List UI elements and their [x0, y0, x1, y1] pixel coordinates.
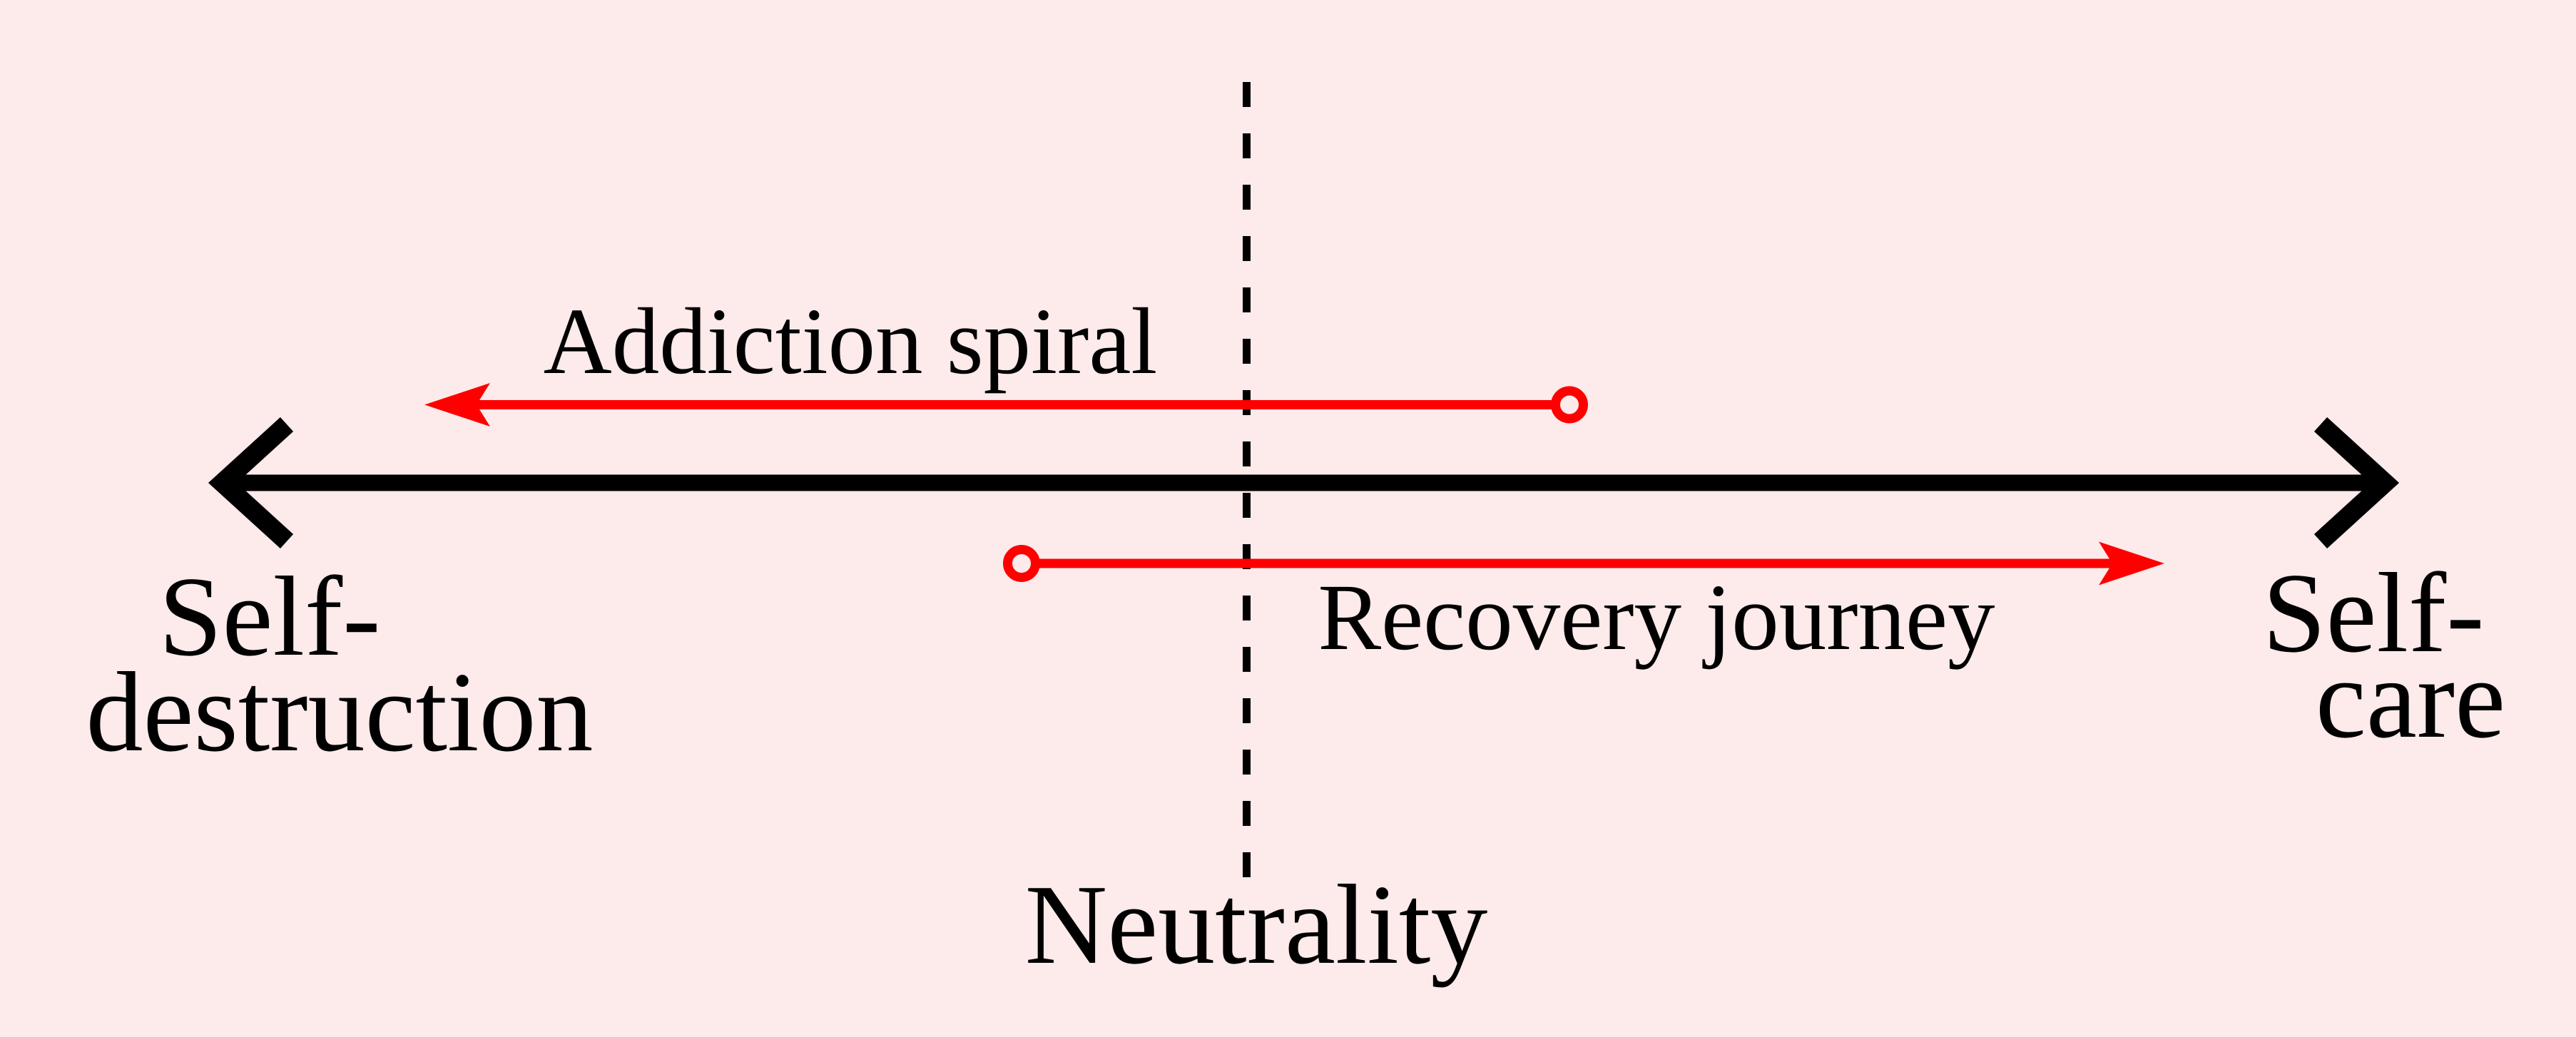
right-pole-label-line1: Self-	[2262, 549, 2485, 676]
addiction-arrowhead-icon	[424, 383, 490, 426]
left-pole-label-line1: Self-	[158, 553, 381, 680]
left-pole-label-line2: destruction	[86, 648, 594, 775]
recovery-start-circle-icon	[1003, 545, 1040, 582]
neutrality-label: Neutrality	[1024, 861, 1488, 988]
addiction-start-circle-icon	[1551, 386, 1588, 424]
addiction-arrow-label: Addiction spiral	[543, 288, 1158, 394]
main-axis-arrowhead-right-icon	[2313, 417, 2400, 548]
recovery-arrow-label: Recovery journey	[1318, 564, 1995, 670]
main-axis-arrowhead-left-icon	[208, 417, 294, 548]
recovery-arrowhead-icon	[2099, 541, 2164, 586]
right-pole-label-line2: care	[2315, 635, 2506, 762]
